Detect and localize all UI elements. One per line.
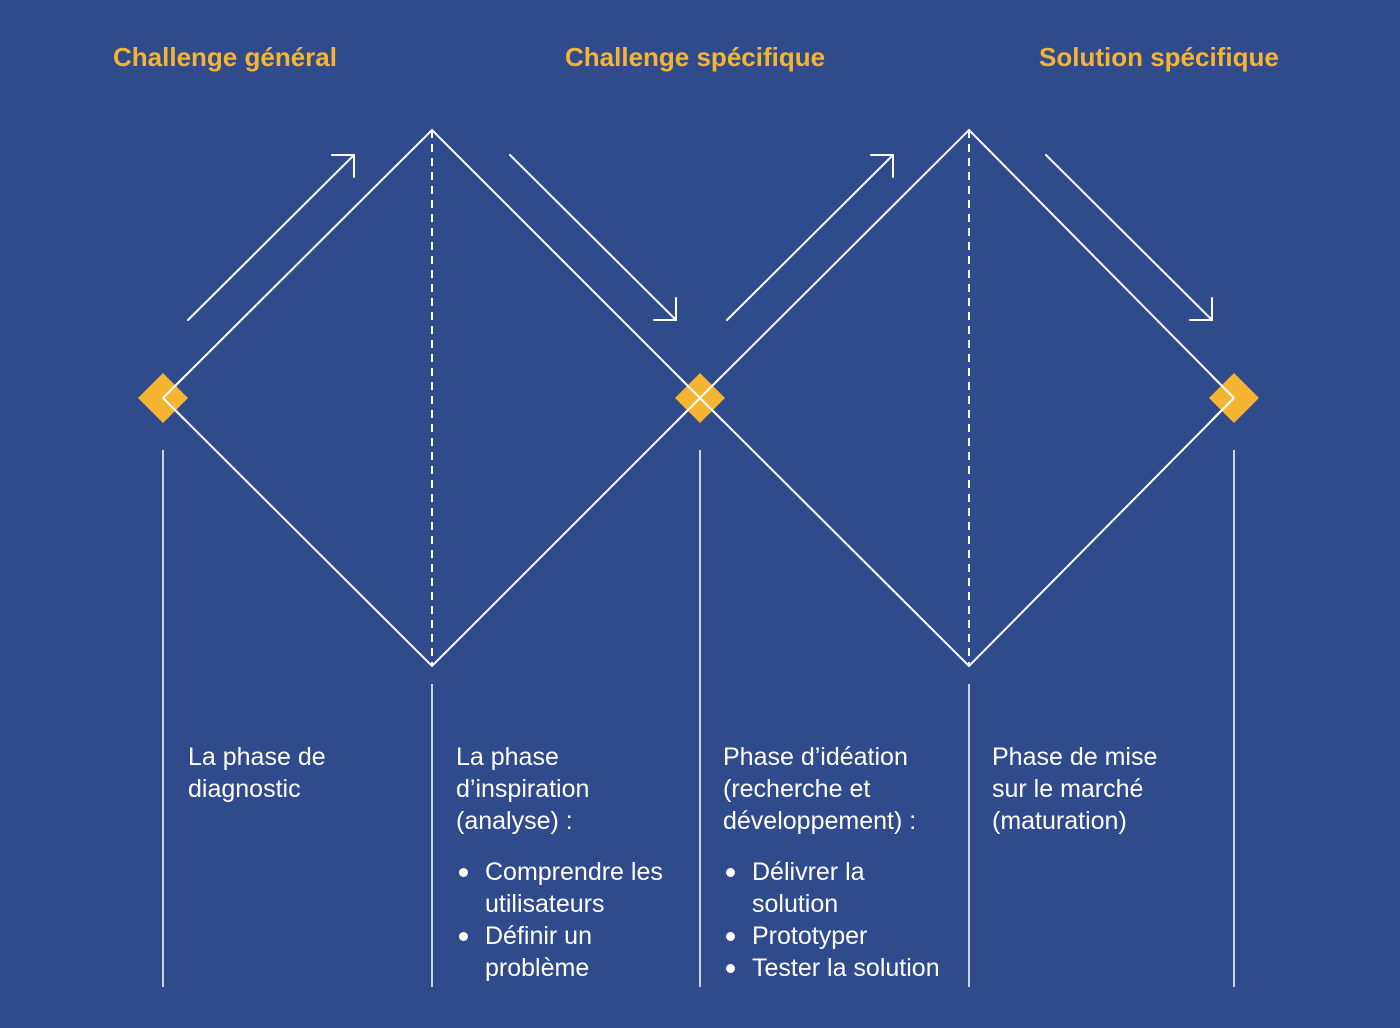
stage-title-specific-challenge: Challenge spécifique — [565, 42, 826, 72]
bullet-item: Tester la solution — [723, 952, 963, 984]
second-diamond — [698, 128, 1236, 668]
arrow-up-right-icon — [726, 154, 894, 321]
phase-heading: Phase d’idéation (recherche et développe… — [723, 743, 917, 835]
bullet-item: Définir un problème — [456, 920, 691, 984]
phase-diagnostic: La phase de diagnostic — [188, 741, 418, 805]
phase-ideation: Phase d’idéation (recherche et développe… — [723, 741, 963, 984]
phase-bullet-list: Délivrer la solution Prototyper Tester l… — [723, 856, 963, 984]
phase-bullet-list: Comprendre les utilisateurs Définir un p… — [456, 856, 691, 984]
bullet-item: Délivrer la solution — [723, 856, 963, 920]
phase-market-launch: Phase de mise sur le marché (maturation) — [992, 741, 1227, 837]
bullet-item: Comprendre les utilisateurs — [456, 856, 691, 920]
phase-inspiration: La phase d’inspiration (analyse) : Compr… — [456, 741, 691, 984]
bullet-item: Prototyper — [723, 920, 963, 952]
arrow-down-right-icon — [509, 154, 677, 321]
phase-heading: La phase d’inspiration (analyse) : — [456, 743, 590, 835]
arrow-down-right-icon — [1045, 154, 1213, 321]
phase-heading: Phase de mise sur le marché (maturation) — [992, 743, 1158, 835]
phase-heading: La phase de diagnostic — [188, 743, 326, 803]
stage-title-specific-solution: Solution spécifique — [1039, 42, 1279, 72]
arrow-up-right-icon — [187, 154, 355, 321]
stage-title-general-challenge: Challenge général — [113, 42, 337, 72]
